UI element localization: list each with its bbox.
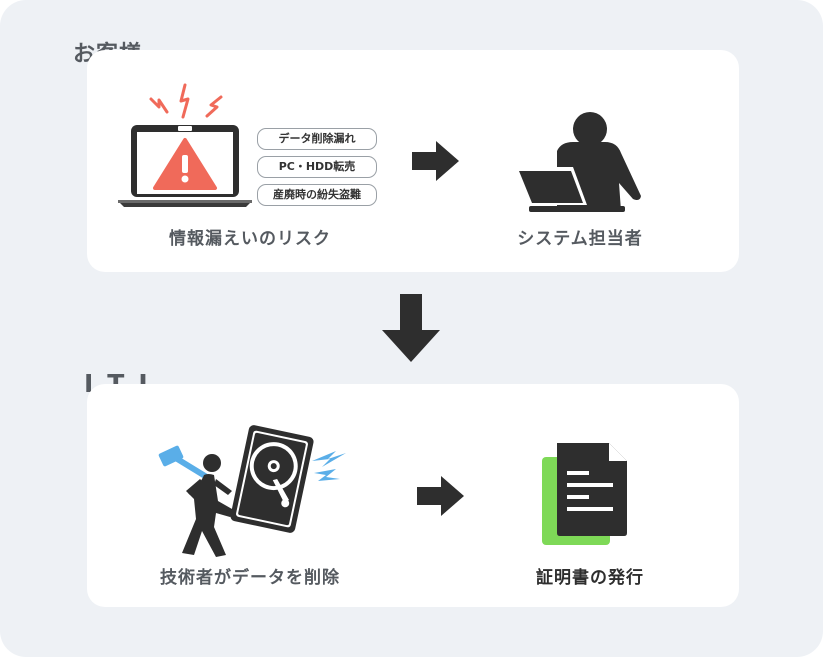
risk-tag-loss-theft: 産廃時の紛失盗難 <box>257 184 377 206</box>
laptop-warning-icon <box>118 125 252 207</box>
arrow-right-icon <box>417 476 464 516</box>
arrow-down-icon <box>382 294 440 362</box>
person-at-laptop-icon <box>515 112 641 212</box>
risk-caption: 情報漏えいのリスク <box>169 229 331 249</box>
certificate-caption: 証明書の発行 <box>536 568 644 588</box>
spark-icon <box>312 451 346 481</box>
hard-drive-icon <box>230 425 314 533</box>
risk-tag-data-deletion: データ削除漏れ <box>257 128 377 150</box>
staff-caption: システム担当者 <box>517 229 643 249</box>
alert-spark-icon <box>149 83 223 119</box>
erase-caption: 技術者がデータを削除 <box>160 568 340 588</box>
document-icon <box>542 443 627 545</box>
risk-tag-resale: PC・HDD転売 <box>257 156 377 178</box>
worker-hammer-icon <box>158 445 242 557</box>
arrow-right-icon <box>412 141 459 181</box>
